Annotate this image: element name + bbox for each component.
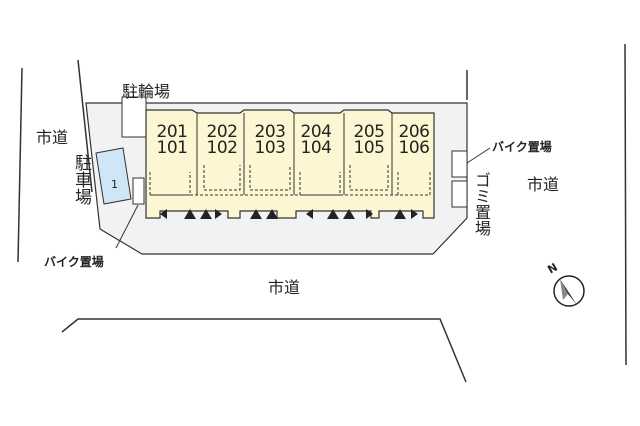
city-road-right-label: 市道 [527,175,560,194]
apartment-building [145,109,435,219]
unit-upper-number: 202 [206,122,238,142]
road-edge-left-inner [77,59,93,193]
parking-space-1 [95,147,132,205]
unit-dividers [196,113,393,195]
unit-lower-number: 101 [156,138,188,158]
bike-parking-right-label: バイク置場 [492,140,552,154]
garbage-label: ゴミ置場 [472,172,491,236]
garbage-box [451,180,468,208]
city-road-left-label: 市道 [36,128,69,147]
unit-label: 205 105 [348,122,390,158]
unit-lower-number: 104 [300,138,332,158]
bike-parking-left-label: バイク置場 [44,255,104,269]
unit-lower-number: 106 [398,138,430,158]
unit-lower-number: 103 [254,138,286,158]
unit-label: 202 102 [201,122,243,158]
road-edge-left-outer [17,67,23,263]
bike-parking-right-leader [466,147,491,164]
unit-label: 206 106 [394,122,434,158]
unit-upper-number: 204 [300,122,332,142]
unit-label: 201 101 [152,122,192,158]
unit-upper-number: 203 [254,122,286,142]
bike-parking-left-leader [115,204,139,249]
bike-parking-left-box [132,177,145,205]
road-edge-right-outer [624,43,627,366]
bicycle-parking-label: 駐輪場 [122,82,171,101]
entrance-markers [160,209,418,219]
parking-label: 駐車場 [71,154,91,205]
road-edge-bottom [61,318,467,383]
bicycle-parking-box [121,96,147,138]
unit-label: 203 103 [248,122,292,158]
unit-lower-number: 105 [353,138,385,158]
north-compass-icon [553,275,585,307]
dashed-room-outlines [149,165,431,196]
unit-upper-number: 201 [156,122,188,142]
unit-upper-number: 205 [353,122,385,142]
city-road-bottom-label: 市道 [268,278,301,297]
bike-parking-right-box [451,150,468,178]
unit-upper-number: 206 [398,122,430,142]
unit-label: 204 104 [295,122,337,158]
parking-space-number: 1 [111,178,118,191]
unit-lower-number: 102 [206,138,238,158]
